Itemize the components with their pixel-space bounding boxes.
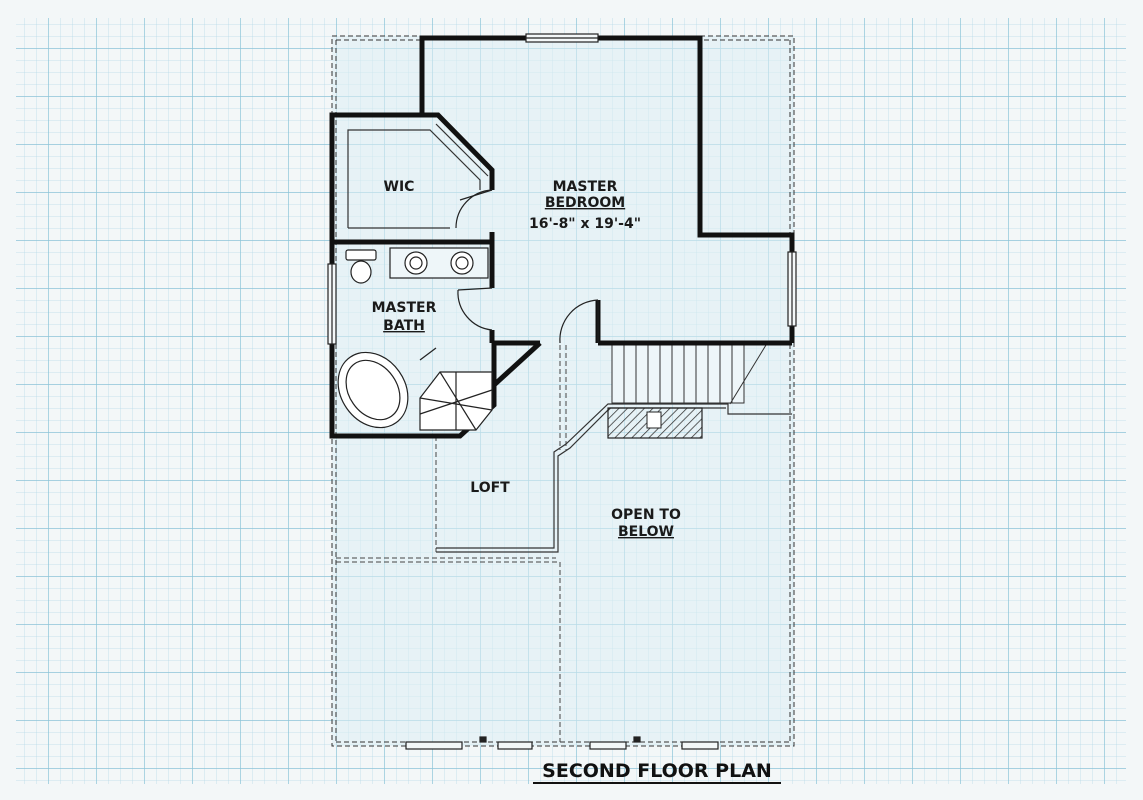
doors (455, 189, 599, 344)
open-to-below-label-line1: OPEN TO (611, 507, 681, 523)
open-to-below-label-line2: BELOW (618, 524, 674, 540)
wic-label: WIC (384, 179, 415, 195)
master-bedroom-label-line2: BEDROOM (545, 195, 625, 211)
chimney (607, 407, 703, 439)
closet-shelving (347, 123, 489, 229)
dashed-lines (336, 345, 567, 742)
staircase (611, 344, 767, 405)
master-bath-label-line1: MASTER (372, 300, 437, 316)
walls (329, 35, 795, 439)
master-bath-label-line2: BATH (383, 318, 425, 334)
master-bedroom-label-line1: MASTER (553, 179, 618, 195)
master-bedroom-dimensions: 16'-8" x 19'-4" (529, 216, 641, 232)
plan-title-text: SECOND FLOOR PLAN (542, 760, 772, 782)
loft-label: LOFT (470, 480, 510, 496)
bath-fixtures (337, 247, 493, 431)
plan-title: SECOND FLOOR PLAN (533, 760, 781, 784)
windows (327, 33, 797, 750)
room-labels: WIC MASTER BEDROOM 16'-8" x 19'-4" MASTE… (372, 179, 681, 540)
